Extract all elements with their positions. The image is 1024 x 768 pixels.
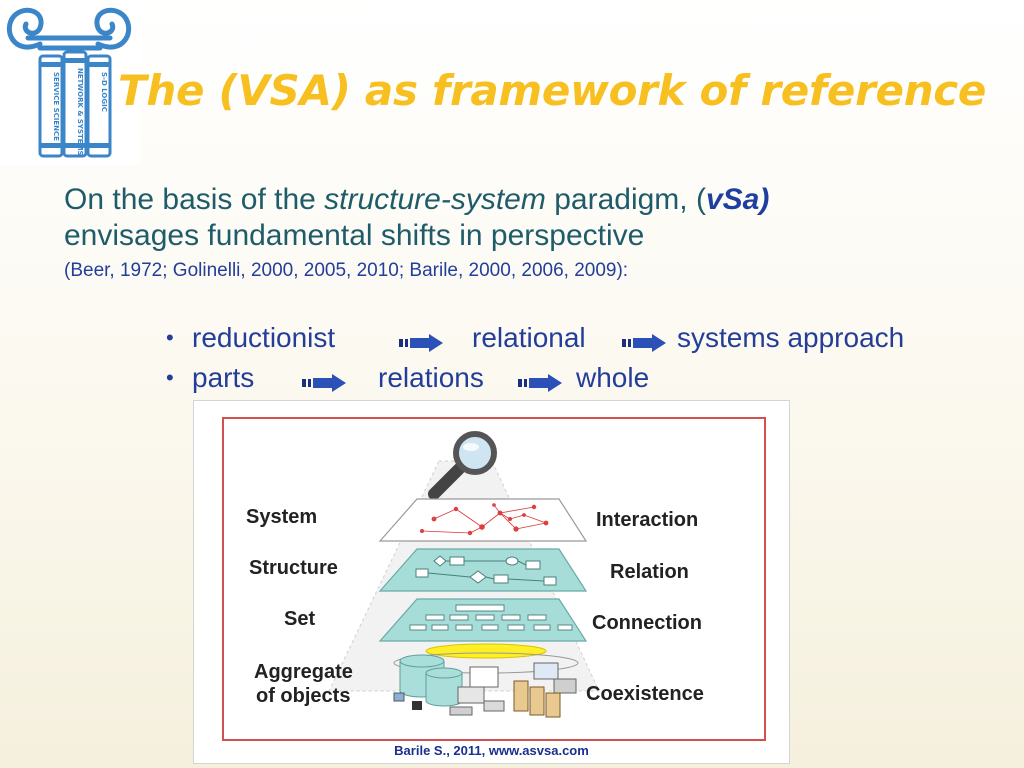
right-arrow-icon [622, 334, 666, 352]
magnifier-icon [428, 431, 497, 500]
label-structure: Structure [249, 557, 338, 579]
page-title: The (VSA) as framework of reference [118, 66, 987, 115]
system-layer [378, 498, 588, 542]
label-set: Set [284, 608, 316, 630]
vsa-acronym: vSa) [705, 183, 770, 216]
shift-from: parts [192, 362, 255, 393]
label-system: System [246, 506, 318, 528]
bullet-dot: • [166, 365, 174, 390]
intro-text-2: paradigm, ( [545, 183, 706, 216]
figure-frame [222, 417, 766, 741]
shift-mid: relational [472, 322, 586, 353]
label-relation: Relation [610, 561, 689, 583]
intro-text: On the basis of the [64, 183, 325, 216]
set-layer [378, 598, 588, 642]
logo-book-1: SERVICE SCIENCE [52, 72, 60, 141]
label-interaction: Interaction [596, 509, 699, 531]
objects-cluster [393, 652, 579, 718]
shift-mid: relations [378, 362, 484, 393]
column-books-logo: SERVICE SCIENCE NETWORK & SYSTEMS S-D LO… [0, 0, 140, 165]
intro-line-2: envisages fundamental shifts in perspect… [64, 219, 645, 252]
layered-pyramid-illustration [328, 431, 600, 718]
label-of-objects: of objects [256, 685, 351, 707]
label-aggregate: Aggregate [254, 661, 353, 683]
right-arrow-icon [399, 334, 443, 352]
structure-layer [378, 548, 588, 592]
label-coexistence: Coexistence [586, 683, 704, 705]
right-arrow-icon [518, 374, 562, 392]
logo-book-2: NETWORK & SYSTEMS [76, 68, 84, 156]
label-connection: Connection [592, 612, 702, 634]
shift-from: reductionist [192, 322, 336, 353]
intro-emphasis: structure-system [324, 183, 546, 216]
right-arrow-icon [302, 374, 346, 392]
references: (Beer, 1972; Golinelli, 2000, 2005, 2010… [64, 260, 629, 281]
shift-to: systems approach [677, 322, 905, 353]
shift-to: whole [576, 362, 650, 393]
logo-book-3: S-D LOGIC [100, 72, 108, 112]
intro-paragraph: On the basis of the structure-system par… [64, 182, 964, 282]
bullet-dot: • [166, 325, 174, 350]
vsa-layers-figure: System Structure Set Aggregate of object… [193, 400, 790, 764]
spotlight-ellipse [425, 643, 547, 659]
figure-caption: Barile S., 2011, www.asvsa.com [394, 743, 589, 758]
